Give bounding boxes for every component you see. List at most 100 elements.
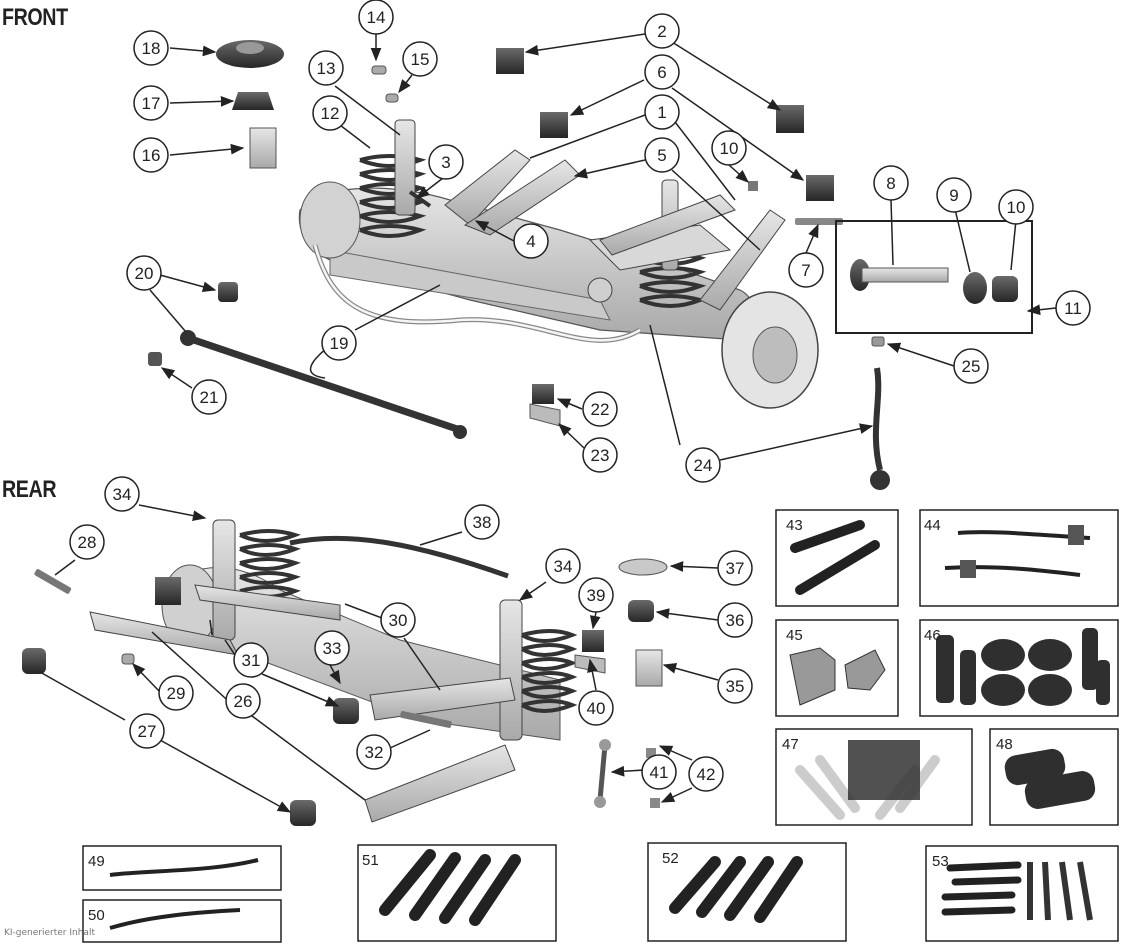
callout-circles xyxy=(69,0,1091,792)
part-14-nut xyxy=(371,65,387,75)
callout-5 xyxy=(644,137,680,173)
callout-label-1: 1 xyxy=(657,103,666,122)
callout-label-14: 14 xyxy=(367,8,386,27)
callout-27 xyxy=(129,713,165,749)
rear-coil-spring-left xyxy=(239,529,301,599)
callout-label-37: 37 xyxy=(726,559,745,578)
kit-box-labels: 43 44 45 46 47 48 49 50 51 52 53 xyxy=(88,517,1013,924)
part-32-bolt xyxy=(400,711,452,728)
callout-label-6: 6 xyxy=(657,63,666,82)
callout-10-upper xyxy=(711,130,747,166)
callout-label-27: 27 xyxy=(138,722,157,741)
part-22-bushing xyxy=(532,384,554,404)
callout-label-21: 21 xyxy=(200,388,219,407)
part-24-sway-link xyxy=(872,367,883,471)
callout-39 xyxy=(578,577,614,613)
part-6-bushing-a xyxy=(540,112,568,138)
callout-label-23: 23 xyxy=(591,446,610,465)
part-31-bushing xyxy=(333,698,359,724)
callout-label-22: 22 xyxy=(591,400,610,419)
callout-31 xyxy=(233,642,269,678)
kit-boxes xyxy=(82,509,1119,943)
callout-28 xyxy=(69,524,105,560)
part-38-rear-track-bar xyxy=(289,535,509,579)
callout-20 xyxy=(126,255,162,291)
front-shock-left xyxy=(394,119,416,216)
callout-label-13: 13 xyxy=(317,59,336,78)
callout-label-26: 26 xyxy=(234,692,253,711)
callout-label-16: 16 xyxy=(142,146,161,165)
callout-13 xyxy=(308,50,344,86)
part-20-bushing xyxy=(218,282,238,302)
front-axle-assembly xyxy=(298,119,819,409)
kit-label-51: 51 xyxy=(362,852,379,869)
callout-37 xyxy=(717,550,753,586)
callout-label-30: 30 xyxy=(389,611,408,630)
rear-upper-arm-right xyxy=(369,677,516,721)
kit-box-49 xyxy=(82,845,282,891)
kit-label-43: 43 xyxy=(786,517,803,534)
callout-26 xyxy=(225,683,261,719)
part-23-bracket xyxy=(529,403,561,427)
rear-coil-spring-right xyxy=(520,629,578,713)
callout-8 xyxy=(873,165,909,201)
callout-label-8: 8 xyxy=(886,174,895,193)
kit-box-44 xyxy=(919,509,1119,607)
part-17-bushing xyxy=(232,92,274,110)
callout-label-10-box: 10 xyxy=(1007,198,1026,217)
callout-29 xyxy=(158,675,194,711)
kit-label-49: 49 xyxy=(88,853,105,870)
callout-label-10-upper: 10 xyxy=(720,139,739,158)
part-9-cam-washer xyxy=(963,272,987,304)
part-35-bump-stop xyxy=(635,649,663,687)
callout-34-right xyxy=(545,548,581,584)
callout-36 xyxy=(717,602,753,638)
callout-labels: 18 17 16 14 15 13 12 3 4 2 6 1 5 10 7 8 … xyxy=(78,8,1082,784)
ai-content-watermark: KI-generierter Inhalt xyxy=(4,928,95,938)
callout-label-15: 15 xyxy=(411,50,430,69)
callout-7 xyxy=(788,252,824,288)
callout-12 xyxy=(312,95,348,131)
callout-label-24: 24 xyxy=(694,456,713,475)
part-2-bushing-a xyxy=(496,48,524,74)
callout-25 xyxy=(953,348,989,384)
callout-label-32: 32 xyxy=(365,743,384,762)
kit-label-48: 48 xyxy=(996,736,1013,753)
callout-9 xyxy=(936,177,972,213)
callout-19 xyxy=(321,325,357,361)
part-16-bump-stop xyxy=(249,127,277,169)
callout-33 xyxy=(314,630,350,666)
callout-38 xyxy=(464,504,500,540)
callout-3 xyxy=(428,144,464,180)
callout-label-17: 17 xyxy=(142,94,161,113)
kit-label-45: 45 xyxy=(786,627,803,644)
front-loose-parts xyxy=(148,40,1033,490)
callout-label-2: 2 xyxy=(657,22,666,41)
part-11-hardware-box xyxy=(835,220,1033,334)
part-10-nut xyxy=(748,181,758,191)
callout-label-11: 11 xyxy=(1064,299,1082,318)
part-37-spring-isolator xyxy=(618,558,668,576)
callout-label-5: 5 xyxy=(657,146,666,165)
callout-24 xyxy=(685,447,721,483)
rear-upper-arm-left xyxy=(194,584,341,621)
part-2-bushing-b xyxy=(776,105,804,133)
callout-22 xyxy=(582,391,618,427)
part-36-bushing xyxy=(628,600,654,622)
callout-label-39: 39 xyxy=(587,586,606,605)
callout-16 xyxy=(133,137,169,173)
part-42-nut-a xyxy=(646,748,656,758)
callout-label-38: 38 xyxy=(473,513,492,532)
callout-label-40: 40 xyxy=(587,699,606,718)
callout-32 xyxy=(356,734,392,770)
callout-35 xyxy=(717,668,753,704)
kit-box-50 xyxy=(82,899,282,943)
part-29-nut xyxy=(121,653,135,665)
part-40-bracket xyxy=(574,654,606,674)
callout-1 xyxy=(644,94,680,130)
kit-label-44: 44 xyxy=(924,517,941,534)
part-15-washer xyxy=(385,93,399,103)
rear-shock-left xyxy=(212,519,236,641)
callout-6 xyxy=(644,54,680,90)
